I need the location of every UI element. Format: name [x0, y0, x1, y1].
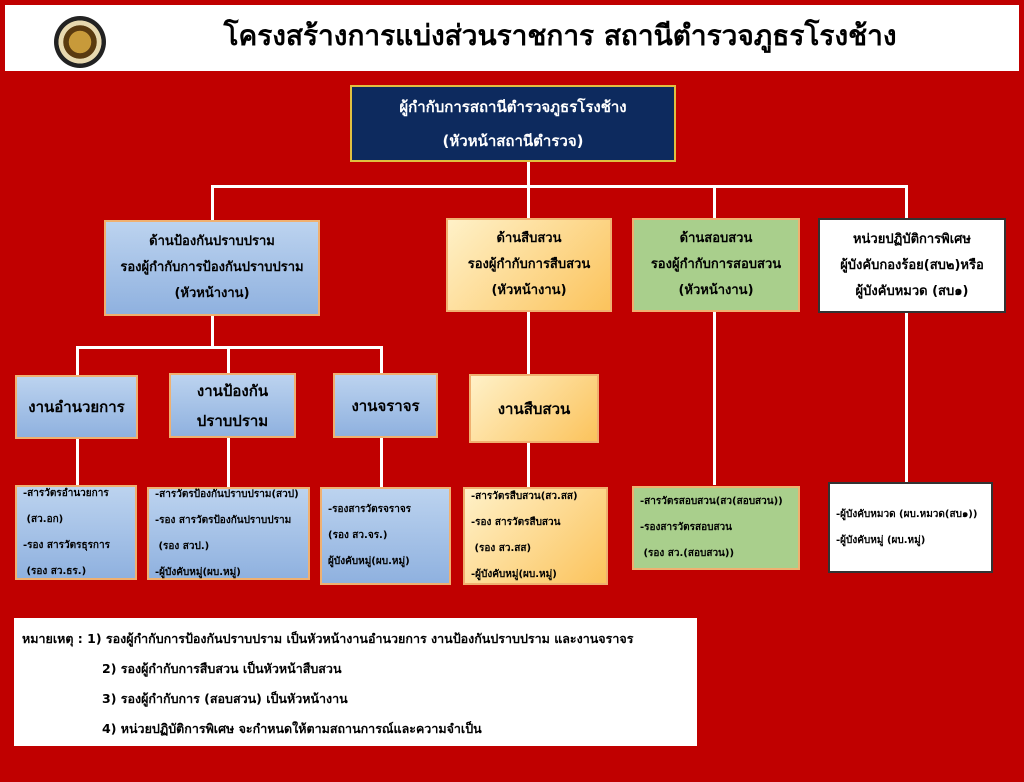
box-line: (หัวหน้างาน)	[678, 283, 754, 298]
connector	[211, 185, 214, 221]
box-line: (หัวหน้างาน)	[491, 283, 567, 298]
connector	[211, 185, 908, 188]
box-line: -รอง สารวัตรป้องกันปราบปราม	[155, 514, 292, 526]
box-line: ผู้บังคับหมวด (สบ๑)	[855, 283, 969, 299]
police-logo	[54, 16, 106, 68]
box-line: รองผู้กำกับการสอบสวน	[650, 257, 782, 272]
note-line: 2) รองผู้กำกับการสืบสวน เป็นหัวหน้าสืบสว…	[102, 661, 342, 676]
units-box: งานป้องกันปราบปราม	[169, 373, 296, 438]
header-band	[5, 5, 1019, 71]
box-line: -ผู้บังคับหมวด (ผบ.หมวด(สบ๑))	[836, 508, 978, 520]
details-box: -ผู้บังคับหมวด (ผบ.หมวด(สบ๑)) -ผู้บังคับห…	[828, 482, 993, 573]
connector	[527, 440, 530, 488]
box-line: (รอง สว.จร.)	[328, 530, 388, 541]
box-line: ผู้กำกับการสถานีตำรวจภูธรโรงช้าง	[399, 97, 627, 116]
box-line: -รองสารวัตรจราจร	[328, 504, 412, 515]
note-line: 3) รองผู้กำกับการ (สอบสวน) เป็นหัวหน้างา…	[102, 691, 348, 706]
box-line: (หัวหน้าสถานีตำรวจ)	[442, 131, 584, 150]
divisions-box: ด้านสืบสวนรองผู้กำกับการสืบสวน (หัวหน้างา…	[446, 218, 612, 312]
connector	[905, 185, 908, 483]
box-line: ปราบปราม	[196, 411, 269, 430]
note-line: 4) หน่วยปฏิบัติการพิเศษ จะกำหนดให้ตามสถา…	[102, 721, 482, 736]
units-box: งานจราจร	[333, 373, 438, 438]
station-chief-box: ผู้กำกับการสถานีตำรวจภูธรโรงช้าง (หัวหน้…	[350, 85, 676, 162]
connector	[527, 162, 530, 187]
box-line: ด้านสอบสวน	[679, 231, 753, 246]
box-line: งานจราจร	[351, 396, 420, 415]
divisions-box: ด้านป้องกันปราบปรามรองผู้กำกับการป้องกัน…	[104, 220, 320, 316]
details-box: -สารวัตรป้องกันปราบปราม(สวป) -รอง สารวัตร…	[147, 487, 310, 580]
box-line: รองผู้กำกับการสืบสวน	[467, 257, 591, 272]
box-line: (สว.อก)	[23, 513, 64, 525]
box-line: -รอง สารวัตรสืบสวน	[471, 517, 561, 528]
divisions-box: ด้านสอบสวนรองผู้กำกับการสอบสวน (หัวหน้างา…	[632, 218, 800, 312]
box-line: -รองสารวัตรสอบสวน	[640, 522, 732, 533]
box-line: (รอง สว.ธร.)	[23, 565, 87, 577]
box-line: (รอง สวป.)	[155, 540, 210, 552]
box-line: หน่วยปฏิบัติการพิเศษ	[852, 231, 972, 247]
box-line: งานป้องกัน	[196, 381, 269, 400]
units-box: งานสืบสวน	[469, 374, 599, 443]
box-line: (รอง สว.สส)	[471, 543, 532, 554]
box-line: ผู้บังคับหมู่(ผบ.หมู่)	[328, 556, 410, 567]
box-line: ด้านป้องกันปราบปราม	[149, 234, 275, 249]
box-line: -สารวัตรสืบสวน(สว.สส)	[471, 491, 578, 502]
details-box: -สารวัตรสืบสวน(สว.สส)-รอง สารวัตรสืบสวน …	[463, 487, 608, 585]
box-line: -สารวัตรป้องกันปราบปราม(สวป)	[155, 488, 299, 500]
box-line: งานสืบสวน	[497, 399, 571, 418]
details-box: -สารวัตรสอบสวน(สว(สอบสวน)) -รองสารวัตรสอบ…	[632, 486, 800, 570]
box-line: (รอง สว.(สอบสวน))	[640, 548, 735, 559]
notes-box: หมายเหตุ : 1) รองผู้กำกับการป้องกันปราบป…	[14, 618, 697, 746]
box-line: ผู้บังคับกองร้อย(สบ๒)หรือ	[840, 257, 984, 273]
box-line: -สารวัตรสอบสวน(สว(สอบสวน))	[640, 496, 783, 507]
box-line: รองผู้กำกับการป้องกันปราบปราม	[120, 260, 304, 275]
connector	[713, 185, 716, 485]
page-title: โครงสร้างการแบ่งส่วนราชการ สถานีตำรวจภูธ…	[223, 19, 897, 52]
details-box: -รองสารวัตรจราจร (รอง สว.จร.) ผู้บังคับหมู…	[320, 487, 451, 585]
details-box: -สารวัตรอำนวยการ (สว.อก) -รอง สารวัตรธุรก…	[15, 485, 137, 580]
box-line: ด้านสืบสวน	[496, 231, 562, 246]
box-line: -รอง สารวัตรธุรการ	[23, 539, 110, 551]
box-line: -สารวัตรอำนวยการ	[23, 487, 109, 499]
box-line: -ผู้บังคับหมู่(ผบ.หมู่)	[155, 566, 241, 578]
note-line: หมายเหตุ : 1) รองผู้กำกับการป้องกันปราบป…	[22, 631, 634, 646]
box-line: -ผู้บังคับหมู่(ผบ.หมู่)	[471, 569, 557, 580]
box-line: (หัวหน้างาน)	[174, 286, 250, 301]
box-line: -ผู้บังคับหมู่ (ผบ.หมู่)	[836, 534, 926, 546]
divisions-box: หน่วยปฏิบัติการพิเศษผู้บังคับกองร้อย(สบ๒…	[818, 218, 1006, 313]
units-box: งานอำนวยการ	[15, 375, 138, 439]
connector	[211, 315, 214, 348]
box-line: งานอำนวยการ	[28, 398, 125, 416]
